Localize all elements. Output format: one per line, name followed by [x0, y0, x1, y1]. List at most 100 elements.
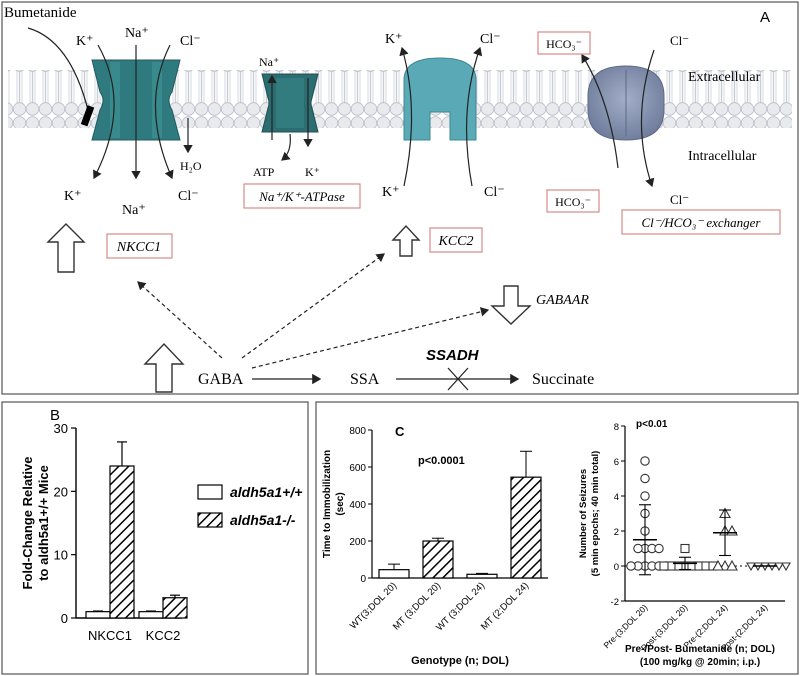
intracellular-label: Intracellular [688, 149, 757, 164]
legend-swatch [197, 512, 223, 528]
y-tick-label: 600 [349, 463, 366, 474]
y-axis-label-line2: (sec) [335, 492, 346, 515]
data-point-triangle [726, 559, 738, 571]
panel-a-letter: A [760, 9, 770, 26]
kcc2-k-arrow [399, 46, 413, 187]
y-tick-label: 2 [614, 527, 619, 538]
bumetanide-label: Bumetanide [4, 5, 77, 21]
nkcc1-cl-bot: Cl⁻ [178, 189, 199, 204]
nkcc1-na-top: Na⁺ [125, 26, 149, 41]
bar-kcc2-0 [138, 611, 164, 619]
kcc2-box-label: KCC2 [437, 234, 473, 249]
bumetanide-arrow [27, 27, 89, 111]
bar-nkcc1-1 [109, 465, 135, 619]
extracellular-label: Extracellular [688, 70, 761, 85]
kcc2-transporter [403, 57, 477, 141]
atpase-pump [261, 73, 319, 133]
y-tick-label: 400 [349, 500, 366, 511]
exchanger-hco3-out-arrow [581, 53, 619, 169]
atpase-k: K⁺ [305, 165, 320, 179]
p-value-annotation: p<0.01 [636, 419, 668, 430]
y-axis-label: Number of Seizures(5 min epochs; 40 min … [578, 451, 601, 577]
ssadh-block-x [447, 367, 469, 391]
bar [378, 569, 410, 579]
y-axis-label-line2: (5 min epochs; 40 min total) [590, 451, 601, 577]
y-axis-label-line1: Time to Immobilization [322, 450, 333, 558]
nkcc1-h2o: H₂O [180, 159, 202, 173]
bar [510, 476, 542, 579]
x-axis-label: Genotype (n; DOL) [411, 655, 509, 667]
y-tick-label: -2 [611, 597, 619, 608]
exchanger-cl-bot: Cl⁻ [670, 192, 689, 207]
kcc2-box [429, 227, 483, 253]
panel-b-frame [1, 401, 309, 675]
y-tick-label: 8 [614, 422, 619, 433]
y-tick-label: 0 [61, 611, 68, 626]
ssadh-label: SSADH [426, 347, 480, 364]
exchanger-cl-in-arrow [640, 49, 655, 188]
data-point-square [680, 543, 690, 554]
p-value-annotation: p<0.0001 [418, 455, 465, 467]
atpase-atp-arrow [281, 133, 291, 161]
nkcc1-k-top: K⁺ [76, 34, 94, 49]
x-axis-label-line2: (100 mg/kg @ 20min; i.p.) [640, 657, 760, 668]
data-point-square [659, 561, 669, 571]
gaba-to-kcc2-dashed [241, 253, 385, 359]
legend-label: aldh5a1+/+ [230, 484, 302, 500]
kcc2-up-arrow [391, 224, 421, 257]
exchanger-cl-top: Cl⁻ [670, 33, 689, 48]
nkcc1-box-label: NKCC1 [116, 240, 161, 255]
gaba-label: GABA [198, 371, 244, 388]
data-point-circle [626, 561, 636, 571]
exchanger-box-label: Cl⁻/HCO₃⁻ exchanger [642, 215, 762, 230]
y-tick-label: 4 [614, 492, 619, 503]
exchanger-protein [587, 65, 665, 141]
gabaar-down-arrow [490, 285, 532, 325]
y-axis-label-line1: Fold-Change Relative [20, 457, 35, 590]
nkcc1-k-bot: K⁺ [64, 189, 82, 204]
bar-nkcc1-0 [85, 611, 111, 619]
atpase-box [243, 183, 361, 209]
y-tick-label: 0 [614, 562, 619, 573]
y-tick-label: 800 [349, 426, 366, 437]
legend-label: aldh5a1-/- [230, 512, 296, 528]
bar [466, 573, 498, 579]
data-point-circle [640, 491, 650, 501]
atpase-box-label: Na⁺/K⁺-ATPase [258, 189, 345, 204]
x-tick-label: NKCC1 [88, 628, 132, 643]
y-tick-label: 0 [360, 574, 366, 585]
exchanger-hco3-top-box [537, 31, 591, 55]
panel-c-letter: C [395, 424, 405, 439]
legend-swatch [197, 484, 223, 500]
y-tick-label: 20 [54, 484, 68, 499]
panel-a: A Extracellular Intracellular Bumetanide… [1, 1, 799, 395]
nkcc1-k-arrow [93, 44, 115, 180]
gaba-to-nkcc1-dashed [137, 281, 223, 359]
kcc2-cl-top: Cl⁻ [480, 32, 501, 47]
exchanger-hco3-top: HCO₃⁻ [546, 37, 582, 51]
atpase-na-top: Na⁺ [259, 55, 279, 69]
ssa-label: SSA [350, 371, 380, 388]
data-point-circle [640, 456, 650, 466]
nkcc1-cl-top: Cl⁻ [180, 34, 201, 49]
data-point-circle [633, 543, 643, 554]
y-tick-label: 6 [614, 457, 619, 468]
exchanger-box [621, 209, 781, 235]
exchanger-hco3-bot-box [546, 189, 600, 213]
bar-kcc2-1 [162, 597, 188, 619]
y-axis-label-line1: Number of Seizures [578, 469, 589, 558]
x-axis-label-line1: Pre-/Post- Bumetanide (n; DOL) [625, 644, 775, 655]
data-point-triangle [712, 559, 724, 571]
panel-c-frame [315, 401, 799, 675]
y-axis-label: Fold-Change Relativeto aldh5a1+/+ Mice [20, 457, 51, 590]
bar [422, 540, 454, 579]
y-tick-label: 10 [54, 548, 68, 563]
nkcc1-na-bot: Na⁺ [122, 203, 146, 218]
panel-b-letter: B [50, 407, 60, 424]
kcc2-k-bot: K⁺ [382, 185, 400, 200]
gabaar-label: GABAAR [536, 293, 589, 308]
